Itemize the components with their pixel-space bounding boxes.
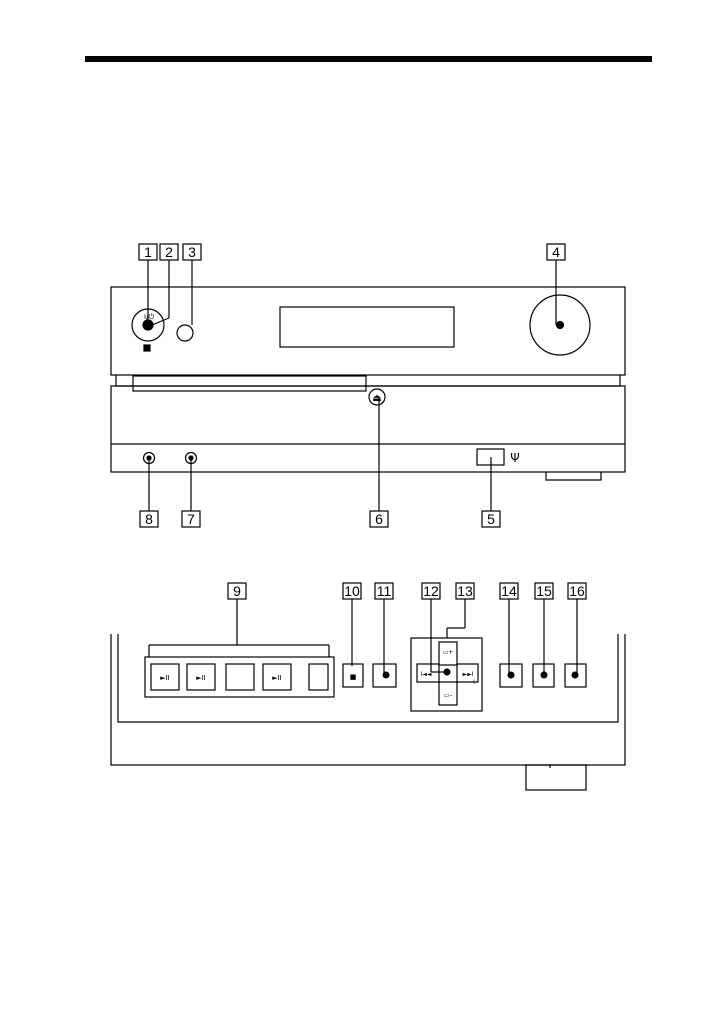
unit-lower-body bbox=[111, 386, 625, 472]
play-pause-icon-1: ►II bbox=[160, 674, 170, 682]
power-icon: I/⏻ bbox=[144, 313, 154, 321]
play-pause-icon-3: ►II bbox=[272, 674, 282, 682]
callout-6: 6 bbox=[375, 511, 383, 527]
callout-11: 11 bbox=[377, 583, 392, 599]
power-button-dot bbox=[143, 320, 153, 330]
folder-minus-icon: ▭– bbox=[444, 692, 453, 699]
panel-outline bbox=[111, 634, 625, 765]
callout-16: 16 bbox=[569, 583, 585, 599]
prev-icon: I◄◄ bbox=[421, 671, 432, 678]
preset-button-3 bbox=[226, 664, 254, 690]
callout-3: 3 bbox=[188, 244, 196, 260]
eject-icon: ⏏ bbox=[372, 393, 381, 404]
callout-15: 15 bbox=[536, 583, 552, 599]
top-control-panel bbox=[111, 634, 625, 790]
callout-9: 9 bbox=[233, 583, 241, 599]
unit-top-body bbox=[111, 287, 625, 375]
preset-button-5 bbox=[309, 664, 328, 690]
volume-knob-dot bbox=[557, 322, 564, 329]
callout-2: 2 bbox=[165, 244, 173, 260]
next-icon: ►►I bbox=[463, 671, 474, 678]
callout-13: 13 bbox=[457, 583, 473, 599]
callout-dots-lower bbox=[383, 669, 579, 679]
preset-group bbox=[145, 657, 334, 697]
callout-4: 4 bbox=[552, 244, 560, 260]
callout-7: 7 bbox=[187, 511, 195, 527]
usb-icon: Ψ bbox=[510, 451, 519, 465]
main-unit bbox=[111, 287, 625, 480]
folder-plus-icon: ▭+ bbox=[443, 649, 454, 656]
play-pause-icon-2: ►II bbox=[196, 674, 206, 682]
disc-slot bbox=[133, 376, 366, 391]
display-window bbox=[280, 307, 454, 347]
callout-12: 12 bbox=[423, 583, 439, 599]
unit-foot bbox=[546, 472, 601, 480]
standby-indicator bbox=[144, 345, 150, 351]
callout-1: 1 bbox=[144, 244, 152, 260]
panel-foot bbox=[526, 765, 586, 790]
plus-icon: + bbox=[471, 678, 477, 686]
callout-10: 10 bbox=[344, 583, 360, 599]
stop-icon: ■ bbox=[350, 673, 357, 681]
remote-sensor bbox=[177, 325, 193, 341]
tray-lip bbox=[116, 375, 620, 386]
callout-boxes-lower bbox=[228, 583, 586, 599]
callout-14: 14 bbox=[501, 583, 517, 599]
minus-icon: – bbox=[426, 678, 430, 686]
callout-5: 5 bbox=[487, 511, 495, 527]
callout-8: 8 bbox=[145, 511, 153, 527]
